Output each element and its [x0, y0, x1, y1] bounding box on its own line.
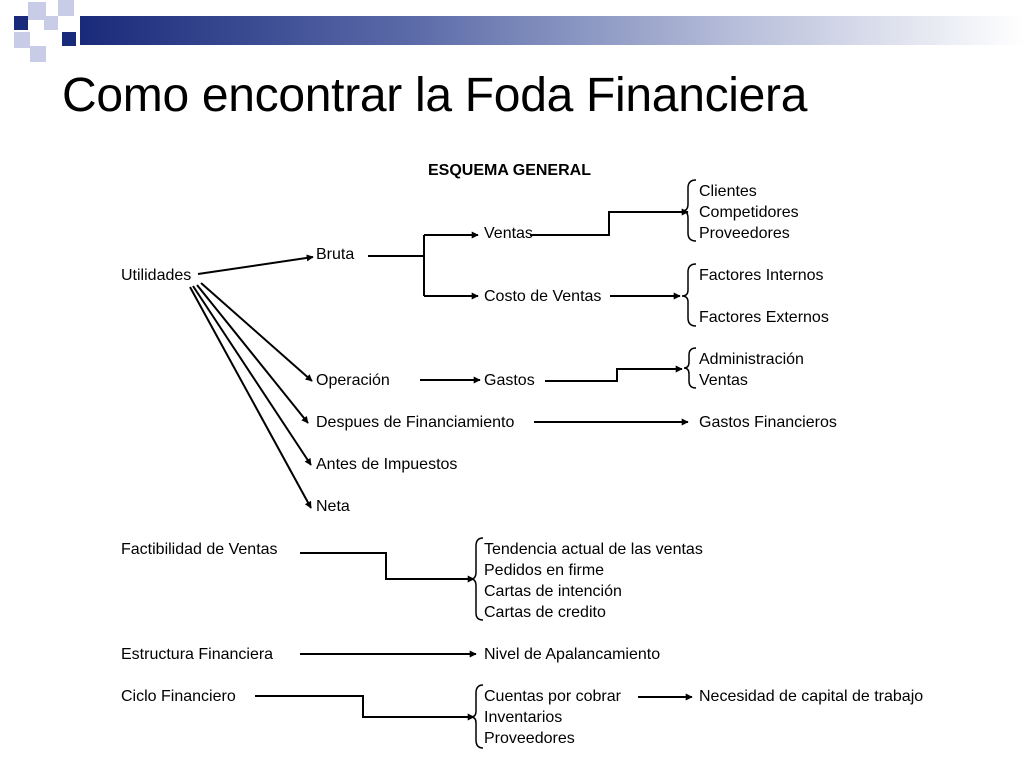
node-clientes: Clientes [699, 183, 757, 200]
node-antes-impuestos: Antes de Impuestos [316, 456, 457, 473]
node-cuentas-cobrar: Cuentas por cobrar [484, 688, 622, 705]
arrow-utilidades-neta [189, 286, 312, 509]
node-necesidad-capital: Necesidad de capital de trabajo [699, 688, 923, 705]
node-bruta: Bruta [316, 246, 354, 263]
node-estructura-financiera: Estructura Financiera [121, 646, 273, 663]
node-factores-internos: Factores Internos [699, 267, 824, 284]
node-costo-ventas: Costo de Ventas [484, 288, 601, 305]
node-proveedores-top: Proveedores [699, 225, 790, 242]
node-factibilidad-ventas: Factibilidad de Ventas [121, 541, 278, 558]
bracket-gastos-group [683, 347, 697, 389]
arrow-utilidades-operacion [200, 282, 313, 382]
decor-square-light-5 [30, 46, 46, 62]
diagram-header: ESQUEMA GENERAL [428, 162, 591, 179]
title-accent-bar [80, 16, 1024, 45]
arrow-factibilidad-ventas [300, 552, 475, 583]
node-administracion: Administración [699, 351, 804, 368]
slide-title: Como encontrar la Foda Financiera [62, 69, 808, 122]
arrow-utilidades-antes-impuestos [192, 285, 312, 466]
node-gastos-financieros: Gastos Financieros [699, 414, 837, 431]
node-ventas-gastos: Ventas [699, 372, 748, 389]
arrow-ventas-clientes-group [530, 208, 689, 236]
node-factores-externos: Factores Externos [699, 309, 829, 326]
bracket-factores-group [681, 263, 697, 327]
node-despues-financiamiento: Despues de Financiamiento [316, 414, 514, 431]
decor-square-dark-2 [62, 32, 76, 46]
node-cartas-intencion: Cartas de intención [484, 583, 622, 600]
decor-square-light-3 [58, 0, 74, 16]
bracket-clientes-group [681, 179, 697, 242]
node-pedidos-firme: Pedidos en firme [484, 562, 604, 579]
decor-square-light-4 [14, 32, 30, 48]
decor-square-dark-1 [14, 16, 28, 30]
arrow-utilidades-despues-financiamiento [196, 284, 309, 424]
node-operacion: Operación [316, 372, 390, 389]
node-tendencia-actual: Tendencia actual de las ventas [484, 541, 703, 558]
node-competidores: Competidores [699, 204, 799, 221]
arrow-gastos-administracion-group [545, 365, 683, 382]
node-proveedores-bottom: Proveedores [484, 730, 575, 747]
node-ventas: Ventas [484, 225, 533, 242]
node-ciclo-financiero: Ciclo Financiero [121, 688, 236, 705]
node-utilidades: Utilidades [121, 267, 191, 284]
node-nivel-apalancamiento: Nivel de Apalancamiento [484, 646, 660, 663]
decor-square-light-1 [28, 2, 46, 20]
arrow-ciclo-financiero [255, 695, 475, 721]
node-cartas-credito: Cartas de credito [484, 604, 606, 621]
node-inventarios: Inventarios [484, 709, 562, 726]
node-neta: Neta [316, 498, 350, 515]
bracket-ciclo-group [470, 684, 484, 749]
bracket-factibilidad-group [470, 537, 484, 621]
node-gastos: Gastos [484, 372, 535, 389]
decor-square-light-2 [44, 16, 58, 30]
arrow-utilidades-bruta [197, 254, 314, 275]
